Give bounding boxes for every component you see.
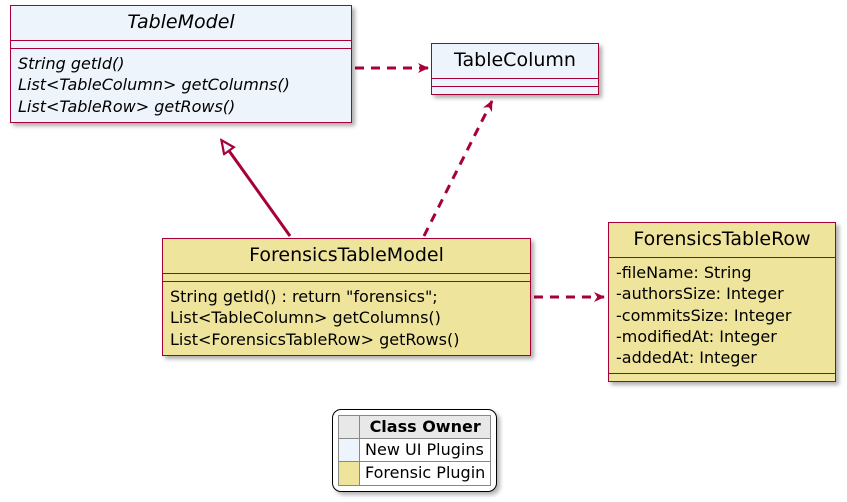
edge-forensicstablemodel-to-tablecolumn: [422, 100, 494, 237]
attribute-row: -authorsSize: Integer: [616, 284, 784, 304]
legend-label-new-ui-plugins: New UI Plugins: [358, 438, 492, 463]
legend-header-row: Class Owner: [338, 414, 492, 440]
methods-compartment-tablemodel: String getId() List<TableColumn> getColu…: [11, 49, 351, 122]
legend: Class Owner New UI Plugins Forensic Plug…: [332, 409, 498, 492]
legend-header-label: Class Owner: [358, 414, 492, 440]
method-row: List<TableColumn> getColumns(): [170, 308, 441, 328]
legend-header-swatch-cell: [338, 414, 360, 440]
attribute-row: -commitsSize: Integer: [616, 305, 792, 325]
methods-compartment-forensicstablerow: [609, 374, 835, 381]
attributes-compartment-forensicstablerow: -fileName: String -authorsSize: Integer …: [609, 258, 835, 373]
class-separator: [609, 257, 835, 258]
class-separator: [609, 373, 835, 375]
attributes-compartment-tablemodel: [11, 41, 351, 48]
attributes-compartment-forensicstablemodel: [163, 274, 530, 281]
class-box-forensicstablemodel[interactable]: ForensicsTableModel String getId() : ret…: [162, 238, 531, 356]
legend-swatch-forensic-plugin: [338, 461, 360, 486]
class-title-tablemodel: TableModel: [127, 11, 235, 33]
methods-compartment-tablecolumn: [432, 87, 598, 94]
legend-row: Forensic Plugin: [338, 461, 492, 486]
methods-compartment-forensicstablemodel: String getId() : return "forensics"; Lis…: [163, 282, 530, 355]
class-title-forensicstablerow: ForensicsTableRow: [633, 228, 811, 250]
attribute-row: -modifiedAt: Integer: [616, 326, 777, 346]
legend-swatch-new-ui-plugins: [338, 438, 360, 463]
attribute-row: -addedAt: Integer: [616, 348, 757, 368]
legend-table: Class Owner New UI Plugins Forensic Plug…: [338, 414, 492, 486]
method-row: List<TableColumn> getColumns(): [18, 75, 290, 95]
class-title-forensicstablemodel: ForensicsTableModel: [249, 244, 444, 266]
attributes-compartment-tablecolumn: [432, 79, 598, 86]
class-separator: [163, 273, 530, 274]
legend-row: New UI Plugins: [338, 438, 492, 463]
class-separator: [163, 281, 530, 282]
method-row: List<TableRow> getRows(): [18, 96, 236, 116]
class-title-tablecolumn: TableColumn: [454, 49, 576, 71]
class-box-forensicstablerow[interactable]: ForensicsTableRow -fileName: String -aut…: [608, 222, 836, 383]
legend-label-forensic-plugin: Forensic Plugin: [358, 461, 492, 486]
class-separator: [11, 40, 351, 41]
class-separator: [432, 86, 598, 87]
method-row: String getId() : return "forensics";: [170, 287, 438, 306]
class-separator: [432, 78, 598, 79]
edge-forensicstablemodel-to-tablemodel: [222, 141, 292, 237]
class-box-tablecolumn[interactable]: TableColumn: [431, 43, 599, 95]
attribute-row: -fileName: String: [616, 263, 752, 282]
class-separator: [11, 48, 351, 49]
method-row: List<ForensicsTableRow> getRows(): [170, 329, 460, 349]
method-row: String getId(): [18, 54, 125, 73]
class-box-tablemodel[interactable]: TableModel String getId() List<TableColu…: [10, 5, 352, 123]
